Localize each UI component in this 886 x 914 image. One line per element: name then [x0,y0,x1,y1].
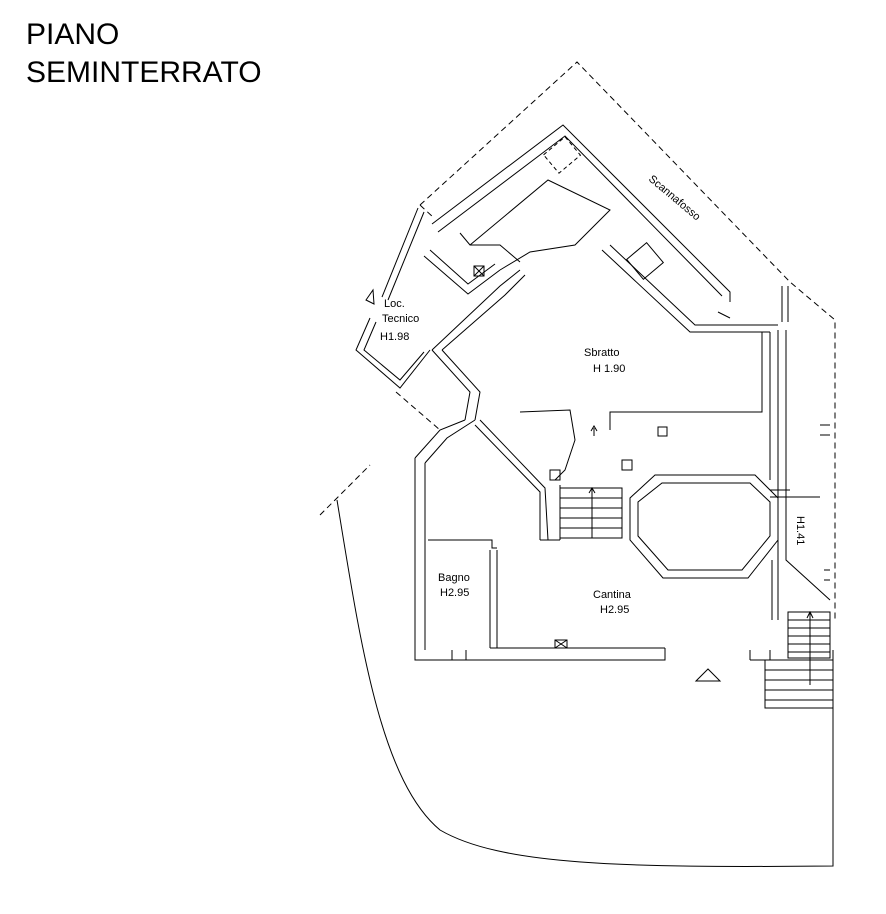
retaining-wall [431,124,789,322]
label-tecnico: Tecnico [382,313,419,325]
label-h-loc: H1.98 [380,331,409,343]
column-markers [473,265,668,481]
upper-rooms [469,136,778,333]
right-stairs [764,610,834,709]
label-h-bagno: H2.95 [440,587,469,599]
octagon-tank [629,474,820,579]
label-h-side: H1.41 [794,516,806,545]
label-bagno: Bagno [438,572,470,584]
loc-tecnico-walls [355,207,521,389]
label-h-cantina: H2.95 [600,604,629,616]
cantina-walls [414,419,666,661]
label-scannafosso: Scannafosso [646,173,702,223]
room-labels: Scannafosso Loc. Tecnico H1.98 Sbratto H… [380,173,806,616]
label-cantina: Cantina [593,589,632,601]
dashed-perimeter [319,61,836,620]
level-marker-triangle [694,668,722,682]
label-sbratto: Sbratto [584,347,619,359]
label-h-sbratto: H 1.90 [593,363,625,375]
north-marker-triangle [365,288,375,305]
garden-boundary [336,499,834,867]
label-loc: Loc. [384,298,405,310]
title-line-1: PIANO [26,18,120,51]
title-line-2: SEMINTERRATO [26,56,262,89]
plan-title: PIANO SEMINTERRATO [26,16,262,92]
center-stairs [559,425,623,539]
sbratto-walls [431,269,771,481]
